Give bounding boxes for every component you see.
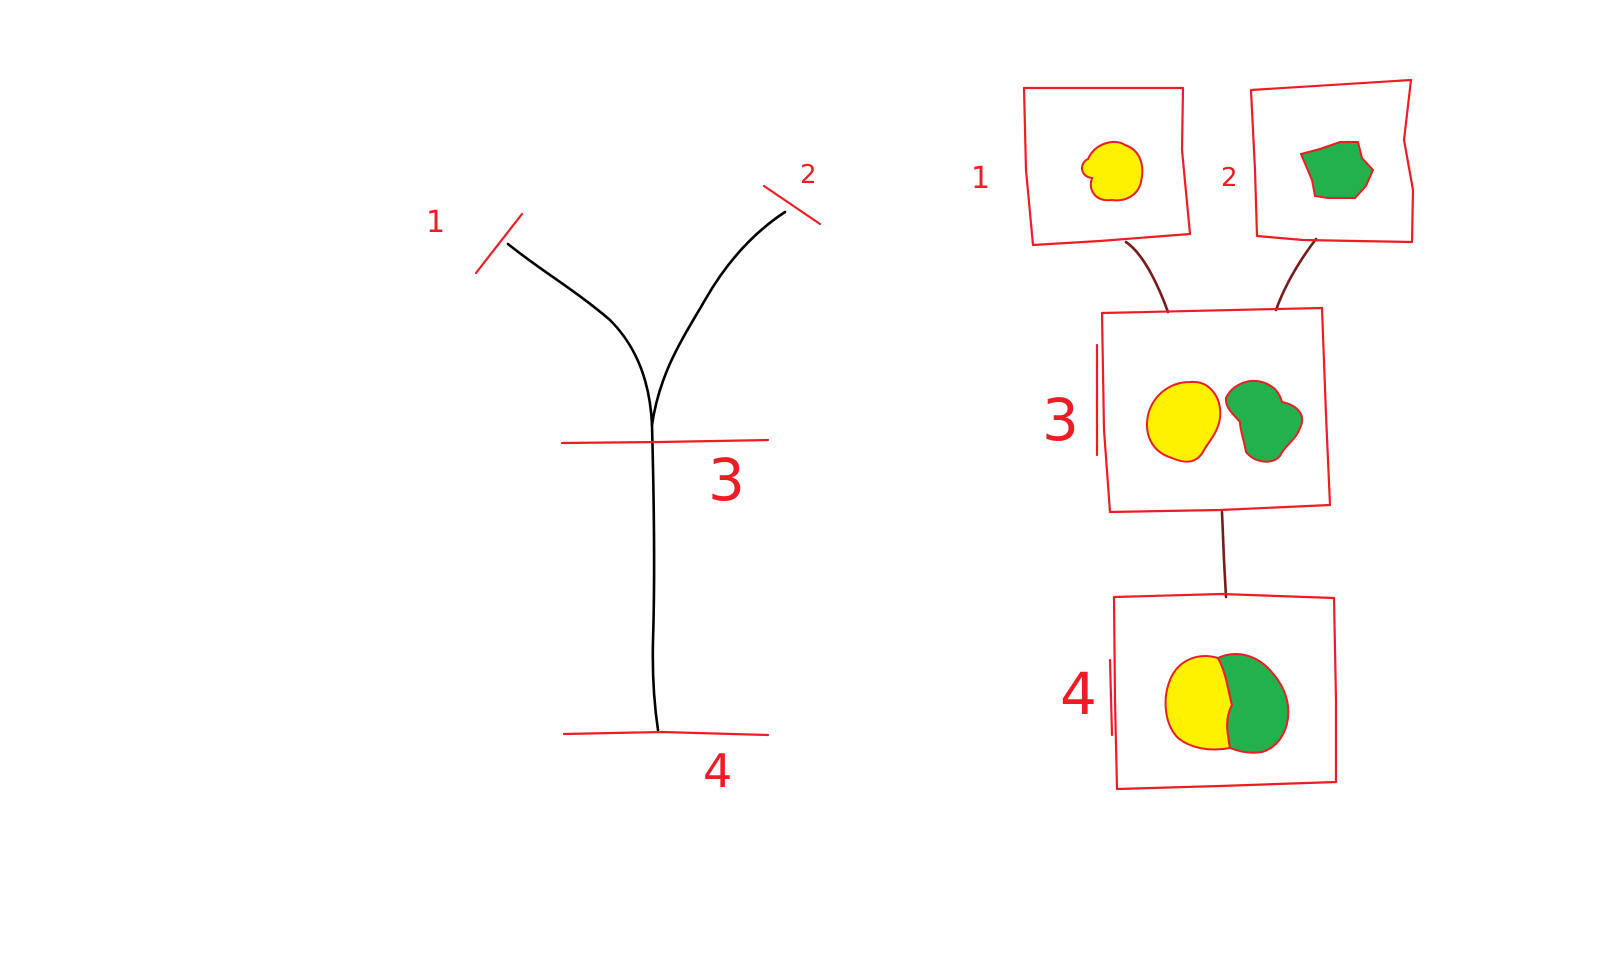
tree-label-1: 1 [426, 205, 445, 240]
green-half [1216, 653, 1290, 754]
panel-label-3: 3 [1042, 386, 1079, 454]
connector-1-3 [1124, 240, 1170, 314]
tree-cut-marks [474, 184, 822, 737]
tree-label-3: 3 [708, 446, 745, 514]
tree-labels: 1 2 3 4 [426, 160, 817, 798]
panel-2: 2 [1221, 78, 1415, 244]
panel-1-frame [1022, 86, 1192, 247]
yellow-blob [1146, 380, 1222, 463]
cut-line-3 [560, 438, 770, 445]
connector-2-3 [1274, 237, 1318, 312]
yellow-blob [1081, 140, 1144, 202]
connectors [1124, 237, 1318, 599]
connector-3-4 [1220, 510, 1228, 599]
panel-4-frame [1112, 592, 1338, 791]
branch-tree [506, 210, 787, 732]
panel-4: 4 [1060, 592, 1338, 791]
panel-label-2: 2 [1221, 163, 1238, 193]
green-blob [1224, 379, 1304, 463]
panel-2-frame [1249, 78, 1415, 244]
cut-mark-1 [474, 212, 524, 275]
panel-3: 3 [1042, 306, 1332, 514]
panel-4-left-mark [1108, 658, 1114, 737]
green-blob [1299, 141, 1375, 199]
trunk [650, 423, 660, 732]
panel-3-frame [1100, 306, 1332, 514]
cut-mark-2 [762, 184, 822, 226]
yellow-half [1164, 655, 1234, 751]
panel-1: 1 [971, 86, 1192, 247]
cut-line-4 [562, 730, 770, 737]
tree-label-2: 2 [800, 160, 817, 190]
right-branch [650, 210, 787, 427]
tree-label-4: 4 [703, 744, 732, 798]
panel-label-4: 4 [1060, 660, 1097, 728]
panel-label-1: 1 [971, 161, 990, 196]
left-branch [506, 242, 654, 427]
